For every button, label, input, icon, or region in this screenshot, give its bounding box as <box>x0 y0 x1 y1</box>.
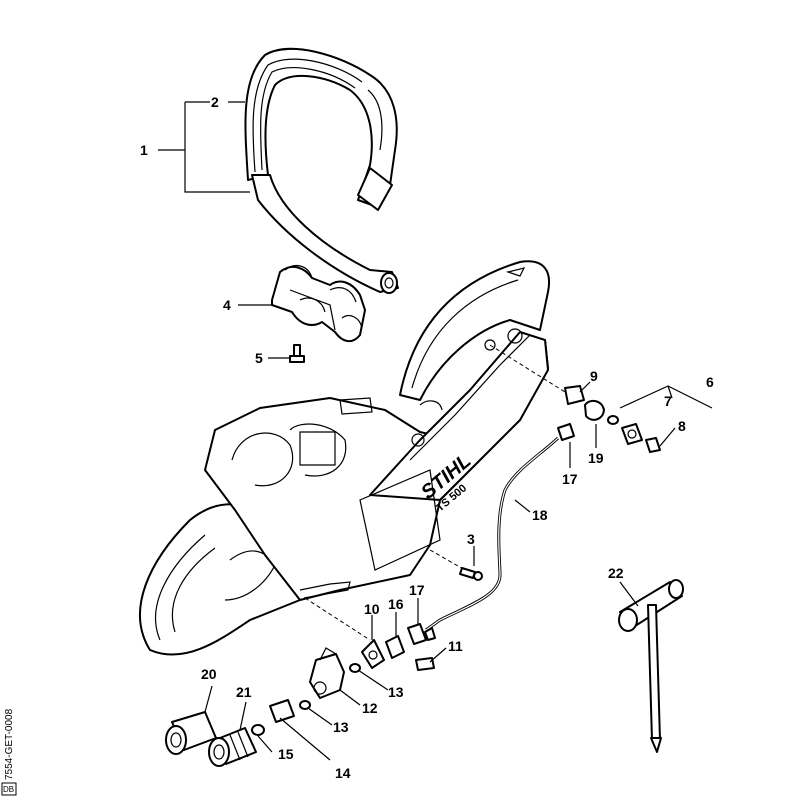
callout-3: 3 <box>467 531 475 547</box>
front-handle <box>244 47 399 294</box>
callout-17b: 17 <box>562 471 578 487</box>
coupling-part-21 <box>208 727 257 767</box>
corner-tag: DB <box>3 785 14 794</box>
water-hose <box>425 436 560 632</box>
callout-6: 6 <box>706 374 714 390</box>
callout-17a: 17 <box>409 582 425 598</box>
corner-tag-box <box>1 782 17 796</box>
callout-8: 8 <box>678 418 686 434</box>
callout-15: 15 <box>278 746 294 762</box>
callout-1: 1 <box>140 142 148 158</box>
callout-22: 22 <box>608 565 624 581</box>
wrench-part-22 <box>618 579 684 753</box>
lower-fittings <box>251 623 436 736</box>
screw-part-5 <box>289 344 305 363</box>
callout-12: 12 <box>362 700 378 716</box>
bracket-part-4 <box>271 264 366 343</box>
callout-2: 2 <box>211 94 219 110</box>
coupling-part-20 <box>165 711 217 755</box>
assembly-lines <box>304 344 566 641</box>
callout-10: 10 <box>364 601 380 617</box>
leader-lines <box>158 101 713 761</box>
callout-7: 7 <box>664 393 672 409</box>
screw-part-3 <box>459 567 483 581</box>
machine-body: STIHL TS 500 <box>139 260 550 656</box>
callout-9: 9 <box>590 368 598 384</box>
callout-13b: 13 <box>333 719 349 735</box>
callout-18: 18 <box>532 507 548 523</box>
callout-19: 19 <box>588 450 604 466</box>
callout-20: 20 <box>201 666 217 682</box>
callout-5: 5 <box>255 350 263 366</box>
callout-16: 16 <box>388 596 404 612</box>
callout-labels: 1 2 3 4 5 6 7 8 9 10 11 12 13 13 14 15 1… <box>140 94 714 781</box>
callout-11: 11 <box>448 638 463 654</box>
callout-13a: 13 <box>388 684 404 700</box>
callout-4: 4 <box>223 297 231 313</box>
callout-14: 14 <box>335 765 351 781</box>
drawing-code: 7554-GET-0008 <box>4 708 15 780</box>
upper-fittings <box>557 385 661 453</box>
callout-21: 21 <box>236 684 252 700</box>
